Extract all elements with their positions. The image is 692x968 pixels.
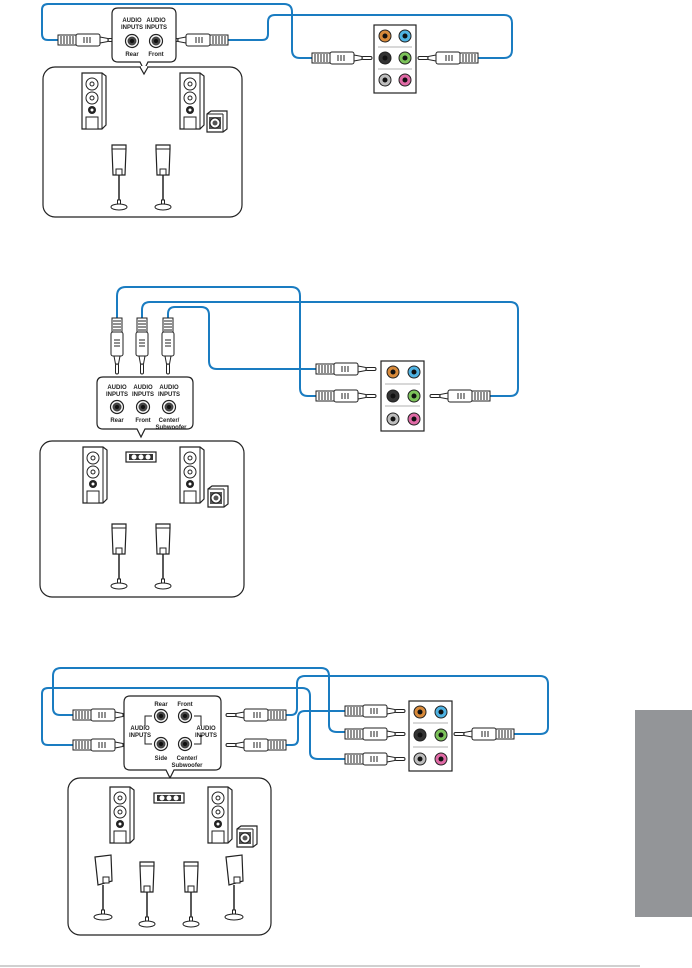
label-audio: AUDIO xyxy=(146,18,166,24)
label-audio: AUDIO xyxy=(159,385,179,391)
speaker-subwoofer xyxy=(206,110,228,133)
plug-io-green xyxy=(418,52,478,64)
label-inputs: INPUTS xyxy=(145,25,167,31)
plug-rear xyxy=(110,317,124,375)
speaker-subwoofer xyxy=(236,825,258,848)
io-panel xyxy=(408,700,453,772)
speaker-front-right xyxy=(207,786,233,844)
input-panel: AUDIO INPUTS AUDIO INPUTS AUDIO INPUTS R… xyxy=(96,376,194,439)
speaker-box xyxy=(67,777,272,936)
cable-front xyxy=(228,14,513,59)
diagram-4-channel: AUDIO INPUTS AUDIO INPUTS Rear Front xyxy=(41,3,513,218)
cable-front xyxy=(141,301,519,397)
plug-front xyxy=(135,317,149,375)
jack-front xyxy=(177,708,193,724)
label-front: Front xyxy=(135,418,150,424)
speaker-front-left xyxy=(82,446,108,504)
label-rear: Rear xyxy=(154,702,168,708)
label-audio: AUDIO xyxy=(196,726,216,732)
cable-front xyxy=(286,675,549,735)
plug-io-green xyxy=(454,728,514,740)
cables xyxy=(116,286,519,397)
io-panel xyxy=(373,24,417,94)
footer-rule xyxy=(0,965,640,967)
cable-rear xyxy=(52,667,345,733)
speaker-box xyxy=(39,440,245,598)
plug-io-orange xyxy=(315,362,377,376)
chapter-side-tab xyxy=(635,710,692,917)
label-subwoofer: Subwoofer xyxy=(156,425,188,431)
diagram-6-channel: AUDIO INPUTS AUDIO INPUTS AUDIO INPUTS R… xyxy=(39,286,519,598)
cable-rear xyxy=(41,3,312,59)
plug-io-orange xyxy=(311,51,373,65)
plug-center-subwoofer xyxy=(161,317,175,375)
label-inputs: INPUTS xyxy=(158,392,180,398)
label-subwoofer: Subwoofer xyxy=(172,763,204,769)
label-inputs: INPUTS xyxy=(129,733,151,739)
jack-front xyxy=(135,399,151,415)
input-panel: Rear Front Side Center/ Subwoofer AUDIO … xyxy=(123,695,222,780)
plug-io-black xyxy=(315,389,377,403)
label-audio: AUDIO xyxy=(122,18,142,24)
plug-io-green xyxy=(430,390,490,402)
plug-rear xyxy=(57,33,119,47)
io-panel xyxy=(380,360,425,432)
speaker-subwoofer xyxy=(207,485,229,508)
cable-side xyxy=(41,687,345,760)
speaker-front-left xyxy=(109,786,135,844)
label-rear: Rear xyxy=(110,418,124,424)
plug-io-black xyxy=(344,727,406,741)
speaker-center xyxy=(125,451,157,463)
label-front: Front xyxy=(177,702,192,708)
jack-center-subwoofer xyxy=(161,399,177,415)
label-audio: AUDIO xyxy=(107,385,127,391)
label-center: Center/ xyxy=(177,756,198,762)
label-side: Side xyxy=(155,756,168,762)
plug-front xyxy=(168,34,228,46)
jack-front xyxy=(148,33,164,49)
speaker-front-right xyxy=(179,72,205,130)
cables xyxy=(41,3,513,59)
speaker-box xyxy=(42,66,243,218)
jack-rear xyxy=(109,399,125,415)
cables xyxy=(41,667,549,760)
label-inputs: INPUTS xyxy=(132,392,154,398)
plug-front xyxy=(226,709,286,721)
cable-center xyxy=(286,710,345,746)
cable-center xyxy=(167,306,316,370)
jack-rear xyxy=(153,708,169,724)
plug-io-orange xyxy=(344,704,406,718)
speaker-front-right xyxy=(179,446,205,504)
jack-rear xyxy=(124,33,140,49)
label-rear: Rear xyxy=(125,52,139,58)
label-front: Front xyxy=(148,52,163,58)
speaker-front-left xyxy=(81,72,107,130)
label-center: Center/ xyxy=(159,418,180,424)
label-inputs: INPUTS xyxy=(195,733,217,739)
plug-center-subwoofer xyxy=(226,739,286,751)
diagram-8-channel: Rear Front Side Center/ Subwoofer AUDIO … xyxy=(41,667,549,936)
label-inputs: INPUTS xyxy=(121,25,143,31)
jack-side xyxy=(153,736,169,752)
input-panel: AUDIO INPUTS AUDIO INPUTS Rear Front xyxy=(111,7,177,72)
jack-center-subwoofer xyxy=(177,736,193,752)
cable-rear xyxy=(116,286,316,397)
plug-io-gray xyxy=(344,752,406,766)
speaker-center xyxy=(153,792,185,804)
label-audio: AUDIO xyxy=(133,385,153,391)
label-audio: AUDIO xyxy=(130,726,150,732)
label-inputs: INPUTS xyxy=(106,392,128,398)
